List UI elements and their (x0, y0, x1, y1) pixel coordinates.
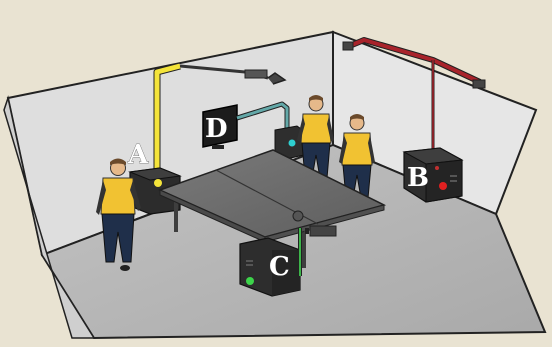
label-c: C (269, 252, 290, 282)
label-b: B (407, 163, 429, 193)
net-post-icon (293, 211, 303, 221)
label-d: D (205, 114, 228, 144)
ceiling-camera-icon (343, 42, 353, 50)
label-a: A (127, 140, 149, 170)
ceiling-camera-icon (473, 80, 485, 88)
